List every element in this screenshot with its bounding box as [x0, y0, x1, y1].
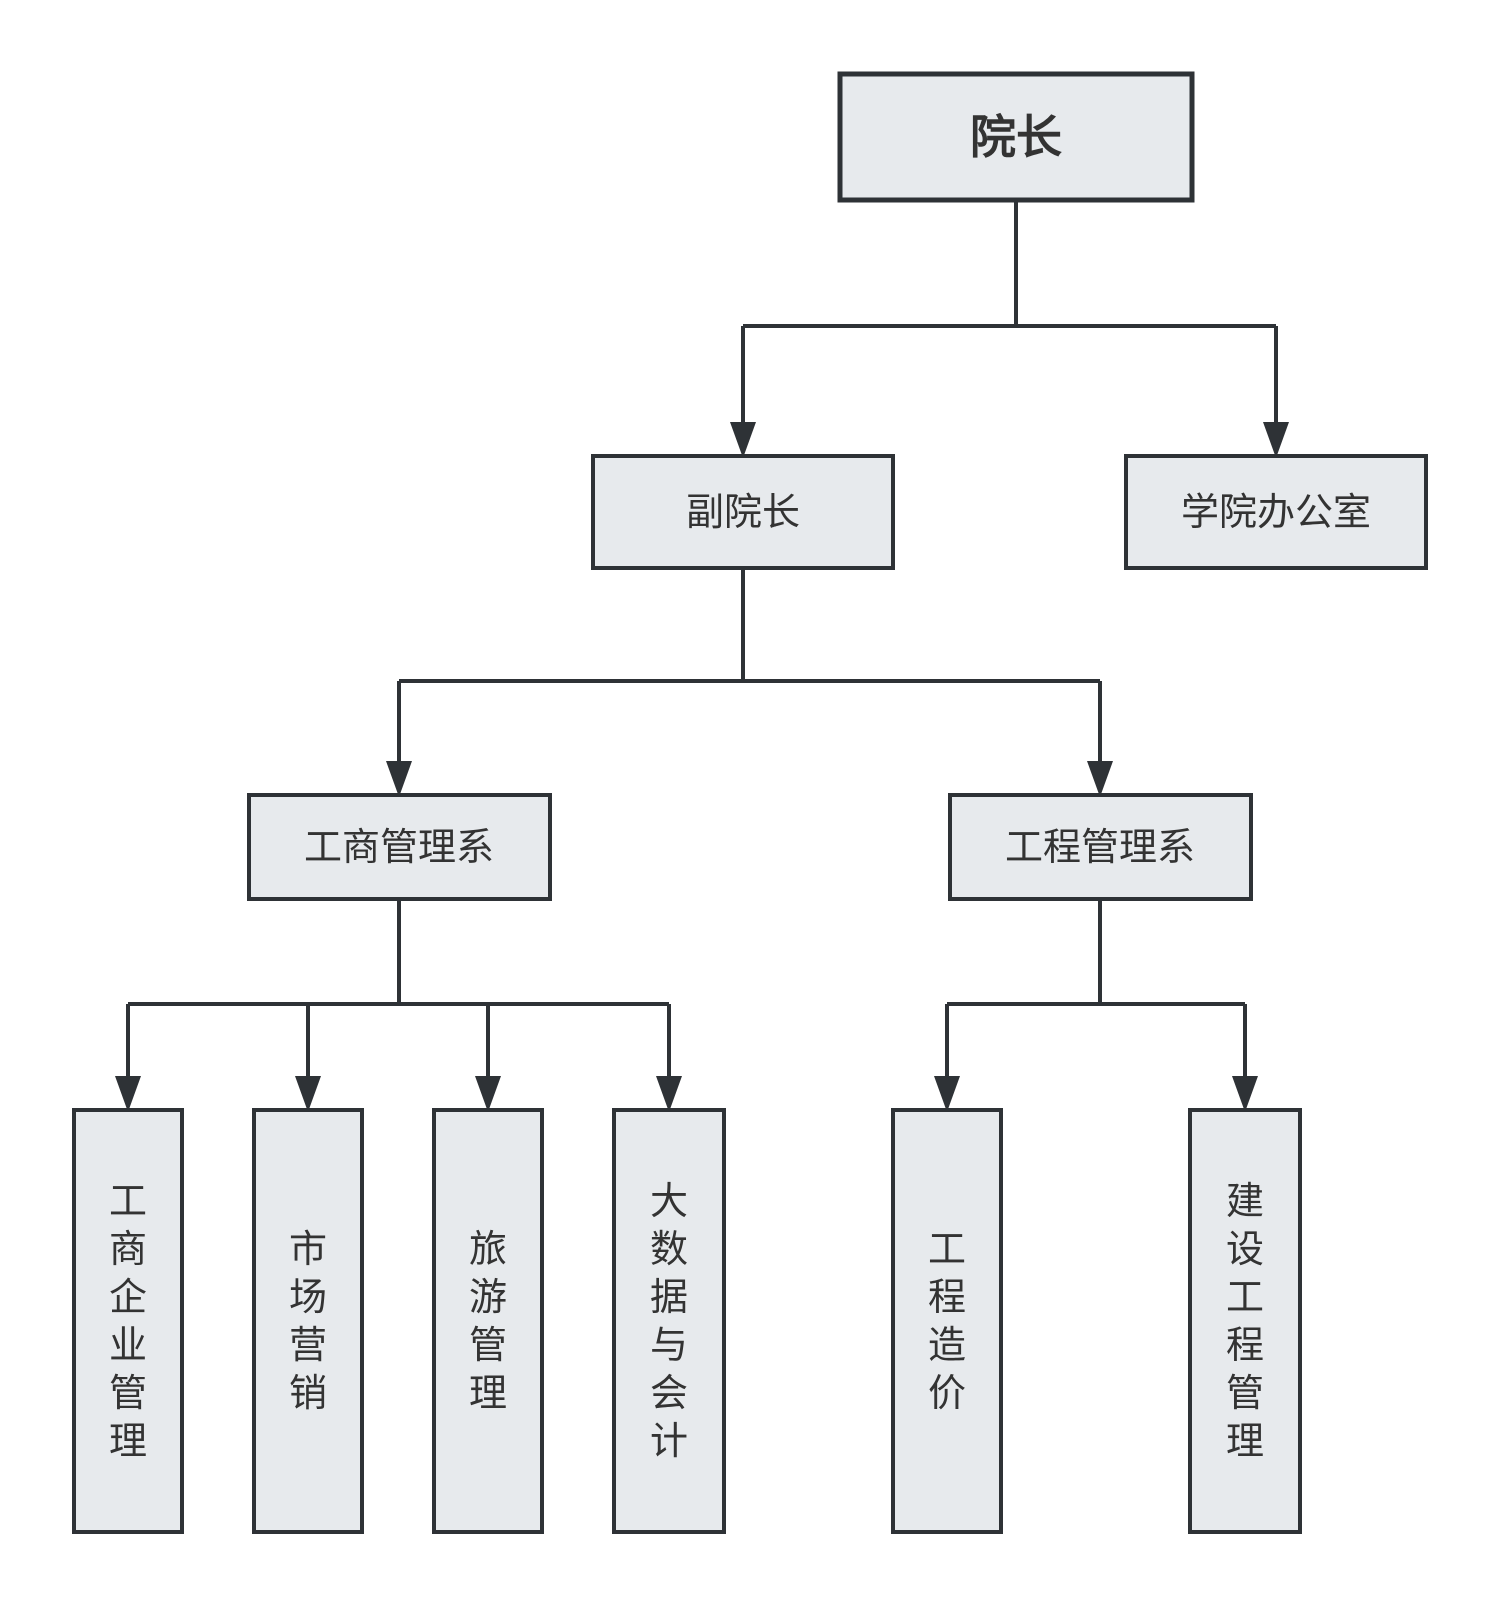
- node-vice-dean: 副院长: [591, 454, 895, 570]
- node-business-enterprise-mgmt-label: 工商企业管理: [109, 1179, 147, 1463]
- node-business-enterprise-mgmt: 工商企业管理: [72, 1108, 184, 1534]
- node-engineering-cost-label: 工程造价: [928, 1227, 966, 1415]
- edge-business-dept-arrowhead-1: [295, 1076, 321, 1112]
- node-engineering-cost: 工程造价: [891, 1108, 1003, 1534]
- edge-business-dept-arrowhead-0: [115, 1076, 141, 1112]
- node-tourism-mgmt: 旅游管理: [432, 1108, 544, 1534]
- node-college-office: 学院办公室: [1124, 454, 1428, 570]
- org-nodes: 院长 副院长 学院办公室 工商管理系 工程管理系 工商企业管理 市场营销: [72, 71, 1428, 1534]
- node-business-admin-dept-label: 工商管理系: [304, 825, 494, 869]
- node-vice-dean-label: 副院长: [686, 490, 800, 534]
- node-marketing: 市场营销: [252, 1108, 364, 1534]
- node-engineering-mgmt-dept: 工程管理系: [948, 793, 1253, 901]
- node-engineering-mgmt-dept-label: 工程管理系: [1005, 825, 1195, 869]
- node-business-admin-dept: 工商管理系: [247, 793, 552, 901]
- node-big-data-accounting-label: 大数据与会计: [650, 1179, 688, 1463]
- connector-lines: [115, 200, 1289, 1112]
- edge-business-dept-arrowhead-2: [475, 1076, 501, 1112]
- node-big-data-accounting: 大数据与会计: [612, 1108, 726, 1534]
- node-construction-eng-mgmt: 建设工程管理: [1188, 1108, 1302, 1534]
- node-college-office-label: 学院办公室: [1181, 490, 1371, 534]
- edge-vice-dean-arrowhead-1: [1087, 761, 1113, 797]
- edge-vice-dean-arrowhead-0: [386, 761, 412, 797]
- node-tourism-mgmt-label: 旅游管理: [469, 1227, 507, 1415]
- node-dean-label: 院长: [970, 110, 1062, 164]
- edge-dean-arrowhead-1: [1263, 422, 1289, 458]
- node-construction-eng-mgmt-label: 建设工程管理: [1226, 1179, 1264, 1463]
- node-marketing-label: 市场营销: [289, 1227, 327, 1415]
- edge-business-dept-arrowhead-3: [656, 1076, 682, 1112]
- edge-dean-arrowhead-0: [730, 422, 756, 458]
- edge-engineering-dept-arrowhead-0: [934, 1076, 960, 1112]
- node-dean: 院长: [837, 71, 1195, 203]
- edge-engineering-dept-arrowhead-1: [1232, 1076, 1258, 1112]
